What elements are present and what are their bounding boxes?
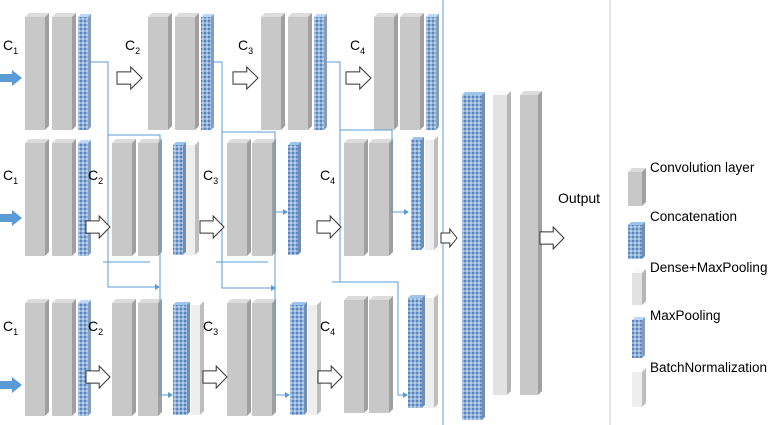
row2-c2-batchnorm: [186, 141, 199, 255]
legend-swatch-conv: [628, 168, 646, 206]
row2-c4-conv-a: [344, 139, 368, 256]
row2-c3-conv-a: [227, 139, 251, 256]
conn-row1-c2-head: [271, 285, 276, 291]
row2-label-c3: C3: [203, 167, 218, 186]
legend-label-maxpool: MaxPooling: [650, 308, 721, 323]
legend-label-dense: Dense+MaxPooling: [650, 260, 767, 275]
row3-c4-batchnorm: [425, 294, 438, 408]
row2-c4-batchnorm: [425, 136, 438, 250]
legend-swatch-maxpool: [632, 317, 645, 358]
row3-c3-batchnorm: [308, 301, 321, 415]
conn-row1-c3-to-row2: [340, 129, 404, 213]
row2-c2-conv-b: [138, 139, 162, 256]
conn-row1-c1-row3-head: [168, 392, 173, 398]
connector-lines: [90, 61, 409, 398]
row1-c4-conv-b: [400, 13, 424, 130]
row2-c4-conv-b: [369, 139, 393, 256]
row3-c2-conv-a: [112, 299, 136, 416]
output-label: Output: [558, 190, 600, 206]
legend-label-batchnorm: BatchNormalization: [650, 360, 767, 375]
layer-blocks: [25, 13, 542, 420]
row2-c3-concat: [288, 142, 301, 255]
row3-c2-concat: [173, 302, 190, 415]
conn-row1-c3-row2-head: [404, 209, 409, 215]
row3-label-c3: C3: [203, 318, 218, 337]
row3-c2-conv-b: [138, 299, 162, 416]
legend-label-conv: Convolution layer: [650, 160, 755, 175]
row1-label-c3: C3: [238, 37, 253, 56]
conn-row1-c1-head: [155, 284, 160, 290]
row2-c4-concat: [411, 137, 424, 250]
row2-label-c4: C4: [320, 167, 335, 186]
row1-c4-conv-a: [374, 13, 398, 130]
row3-c3-concat: [290, 302, 307, 415]
row1-c1-maxpool: [78, 14, 91, 130]
conn-row2-c3-in-head: [283, 209, 288, 215]
row3-c4-conv-b: [369, 296, 393, 413]
row2-c1-conv-b: [52, 139, 76, 256]
legend-label-concat: Concatenation: [650, 209, 737, 224]
row2-label-c2: C2: [88, 167, 103, 186]
row3-label-c1: C1: [3, 318, 18, 337]
row1-label-c2: C2: [125, 37, 140, 56]
row3-c3-conv-a: [227, 299, 251, 416]
flow-arrows: [0, 65, 565, 393]
dense-layer-1: [493, 91, 511, 395]
row3-arrow-c3: [202, 364, 228, 390]
row2-arrow-c4: [316, 214, 342, 240]
legend-swatch-concat: [628, 222, 645, 259]
conn-row1-c2-row3-head: [285, 392, 290, 398]
row1-c2-conv-a: [148, 13, 172, 130]
merge-arrow: [440, 227, 458, 249]
row1-c1-conv-b: [52, 13, 76, 130]
row1-input-arrow: [0, 70, 22, 86]
conn-row1-c1-to-row3: [159, 290, 168, 396]
legend-swatch-batchnorm: [632, 368, 646, 407]
row2-c2-conv-a: [112, 139, 136, 256]
row3-label-c2: C2: [88, 318, 103, 337]
row1-c2-conv-b: [175, 13, 199, 130]
row2-input-arrow: [0, 210, 22, 226]
merged-concat: [462, 92, 485, 420]
row1-arrow-c3: [232, 65, 259, 91]
row3-arrow-c2: [85, 364, 111, 390]
row3-c3-conv-b: [252, 299, 276, 416]
row1-label-c1: C1: [3, 37, 18, 56]
row3-c1-conv-b: [52, 299, 76, 416]
row3-c2-batchnorm: [191, 301, 204, 415]
row1-c1-conv-a: [25, 13, 49, 130]
row2-c3-conv-b: [252, 139, 276, 256]
row2-c1-maxpool: [78, 140, 91, 256]
legend-swatch-dense: [632, 269, 646, 305]
conn-row1-c1-to-row2: [108, 134, 161, 290]
row3-c1-conv-a: [25, 299, 49, 416]
conn-row1-c2-to-row3: [222, 131, 285, 396]
row3-arrow-c4: [317, 364, 343, 390]
row1-c3-maxpool: [314, 14, 327, 130]
row3-c1-maxpool: [78, 300, 91, 416]
output-conv-layer: [520, 91, 542, 395]
row3-input-arrow: [0, 377, 22, 393]
row3-c4-conv-a: [344, 296, 368, 413]
row1-label-c4: C4: [350, 37, 365, 56]
row3-c4-concat: [408, 295, 425, 408]
row1-c3-conv-b: [288, 13, 312, 130]
conn-row1-c1-down: [90, 61, 155, 288]
row2-arrow-c2: [85, 214, 111, 240]
row2-arrow-c3: [199, 214, 225, 240]
row1-c3-conv-a: [261, 13, 285, 130]
output-arrow: [539, 225, 565, 251]
conn-row1-c3-row3-head: [403, 392, 408, 398]
row1-arrow-c4: [345, 65, 372, 91]
row3-label-c4: C4: [320, 318, 335, 337]
row2-c1-conv-a: [25, 139, 49, 256]
legend: Convolution layer Concatenation Dense+Ma…: [628, 160, 767, 407]
row2-c2-concat: [173, 142, 186, 255]
row1-arrow-c2: [116, 65, 143, 91]
conn-row1-c2-down: [213, 61, 271, 289]
row2-label-c1: C1: [3, 167, 18, 186]
row1-c4-maxpool: [426, 14, 439, 130]
row1-c2-maxpool: [201, 14, 214, 130]
